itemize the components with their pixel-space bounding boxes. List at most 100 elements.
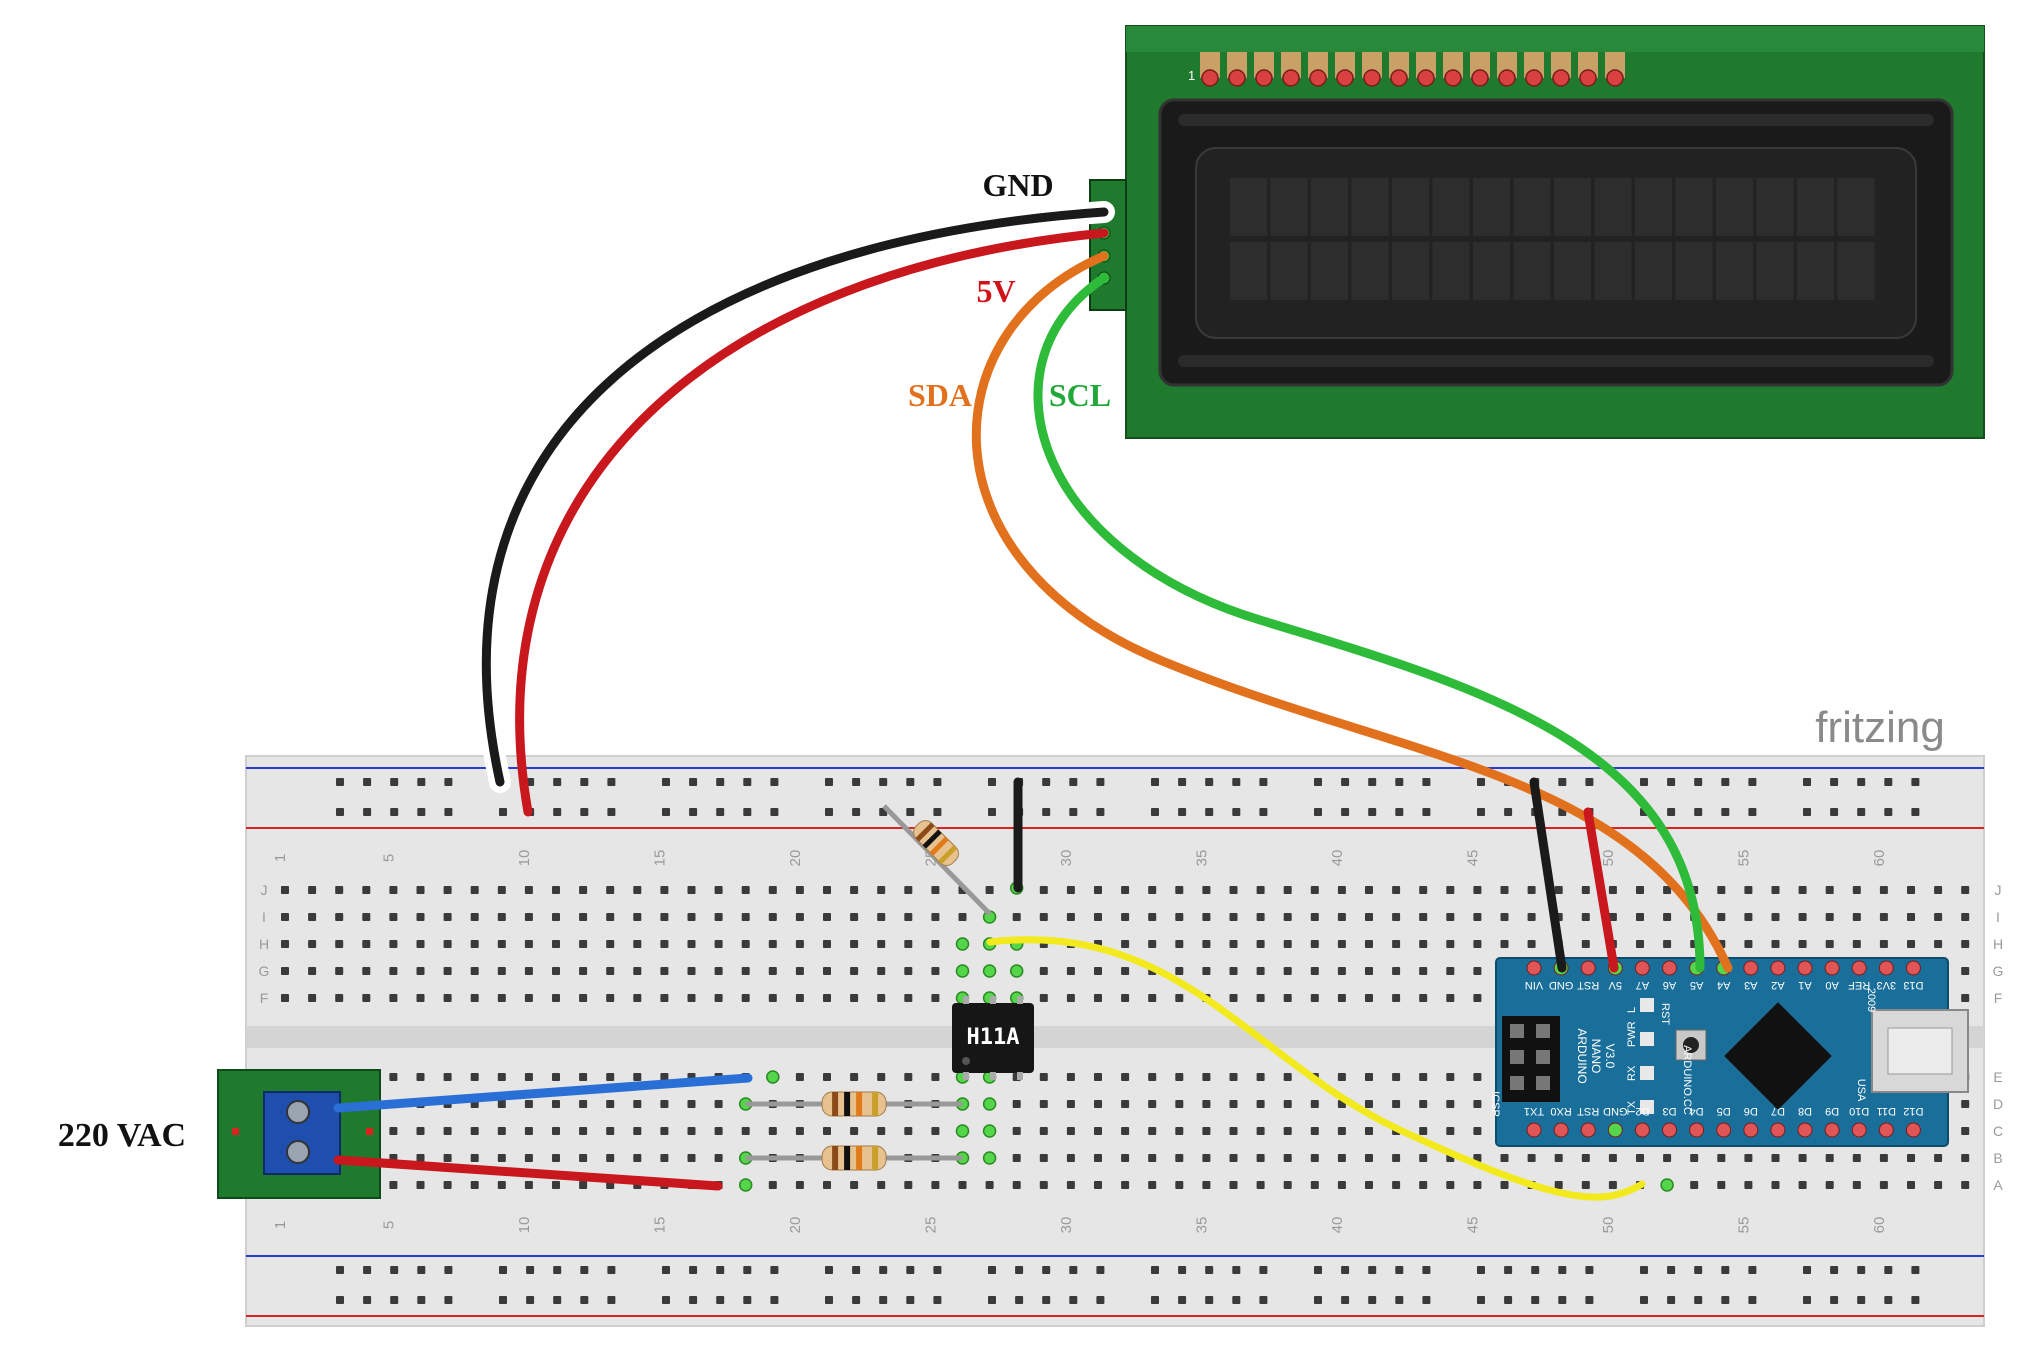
column-number: 5	[380, 854, 397, 862]
resistor-band	[856, 1146, 863, 1170]
icsp-pin	[1536, 1024, 1550, 1038]
nano-pin	[1905, 1122, 1921, 1138]
ic-leg	[963, 1072, 969, 1080]
resistor-band	[844, 1092, 851, 1116]
lcd-cell	[1432, 178, 1470, 236]
led-pwr	[1640, 1032, 1654, 1046]
icsp-pin	[1536, 1076, 1550, 1090]
row-letter: C	[1993, 1123, 2003, 1139]
led-label: PWR	[1626, 1021, 1638, 1047]
ic-leg	[1017, 996, 1023, 1004]
lcd-cell	[1716, 178, 1753, 236]
terminal-block	[217, 1069, 381, 1199]
nano-pin-label: TX1	[1524, 1105, 1544, 1117]
column-number: 50	[1600, 1217, 1617, 1234]
lcd-pin	[1390, 69, 1408, 87]
nano-pin	[1878, 1122, 1894, 1138]
row-letter: I	[1996, 909, 2000, 925]
column-number: 25	[922, 1217, 939, 1234]
lcd-pin	[1336, 69, 1354, 87]
wire-sda	[971, 251, 1733, 973]
ic-leg	[1017, 1072, 1023, 1080]
connected-hole	[982, 1124, 997, 1138]
lcd-cell	[1392, 242, 1429, 300]
nano-pin-label: 5V	[1608, 979, 1622, 991]
column-number: 1	[272, 1221, 289, 1229]
lcd-cell	[1635, 178, 1672, 236]
lcd-cell	[1473, 242, 1510, 300]
lcd-cell	[1635, 242, 1672, 300]
lcd-cell	[1797, 178, 1834, 236]
wires	[333, 201, 1733, 1201]
lcd-cell	[1594, 242, 1632, 300]
connected-hole	[982, 1151, 997, 1165]
nano-pin	[1526, 1122, 1542, 1138]
row-letter: G	[1993, 963, 2004, 979]
ic-leg	[990, 996, 996, 1004]
nano-label: USA	[1855, 1079, 1867, 1102]
ic-leg	[963, 996, 969, 1004]
resistors	[745, 1091, 963, 1171]
wire-ac-blue	[333, 1073, 753, 1113]
nano-pin-label: D9	[1825, 1105, 1839, 1117]
i2c-connector	[1089, 179, 1127, 311]
lcd-pin	[1444, 69, 1462, 87]
lcd-pin	[1498, 69, 1516, 87]
nano-board-text: ARDUINO	[1575, 1028, 1589, 1083]
nano-pin	[1824, 1122, 1840, 1138]
ic-label: H11A	[967, 1025, 1020, 1050]
row-letter: H	[1993, 936, 2003, 952]
nano-pin-label: VIN	[1525, 979, 1543, 991]
column-number: 10	[516, 1217, 533, 1234]
nano-pin	[1743, 960, 1759, 976]
nano-pin-label: D3	[1662, 1105, 1676, 1117]
column-number: 35	[1193, 850, 1210, 867]
lcd-character-grid	[1230, 178, 1875, 300]
nano-pin-label: D13	[1903, 979, 1923, 991]
ac-label: 220 VAC	[58, 1117, 186, 1154]
connected-hole	[955, 937, 970, 951]
led-label: TX	[1626, 1100, 1638, 1115]
resistor-band	[844, 1146, 851, 1170]
column-number: 20	[787, 850, 804, 867]
nano-pin-label: RX0	[1550, 1105, 1571, 1117]
lcd-cell	[1554, 178, 1591, 236]
connected-hole	[982, 964, 997, 978]
lcd-pin	[1552, 69, 1570, 87]
scl-label: SCL	[1049, 377, 1111, 413]
lcd-pin	[1255, 69, 1273, 87]
resistor-band	[856, 1092, 863, 1116]
row-letter: A	[1993, 1177, 2003, 1193]
nano-pin	[1716, 1122, 1732, 1138]
nano-pin-label: A1	[1798, 979, 1811, 991]
column-number: 15	[651, 1217, 668, 1234]
nano-pin	[1634, 1122, 1650, 1138]
column-number: 45	[1464, 850, 1481, 867]
led-rx	[1640, 1066, 1654, 1080]
connected-hole	[982, 1097, 997, 1111]
lcd-cell	[1675, 242, 1713, 300]
lcd-pin	[1201, 69, 1219, 87]
column-number: 60	[1871, 850, 1888, 867]
nano-board-text: NANO	[1589, 1039, 1603, 1074]
lcd-cell	[1756, 242, 1794, 300]
ic-leg	[990, 1072, 996, 1080]
lcd-cell	[1270, 242, 1308, 300]
column-number: 40	[1329, 850, 1346, 867]
column-number: 5	[380, 1221, 397, 1229]
wire-5v	[515, 228, 1109, 817]
nano-pin-label: 3V3	[1877, 979, 1897, 991]
lcd-cell	[1311, 242, 1348, 300]
lcd-pin	[1309, 69, 1327, 87]
lcd-pin	[1606, 69, 1624, 87]
nano-pin	[1878, 960, 1894, 976]
nano-pin	[1743, 1122, 1759, 1138]
connected-hole	[766, 1070, 780, 1084]
nano-pin	[1580, 960, 1596, 976]
connected-hole	[1009, 964, 1024, 978]
connected-hole	[1660, 1178, 1674, 1192]
lcd-pin1-label: 1	[1188, 68, 1195, 83]
column-number: 50	[1600, 850, 1617, 867]
lcd-cell	[1837, 178, 1875, 236]
column-number: 15	[651, 850, 668, 867]
